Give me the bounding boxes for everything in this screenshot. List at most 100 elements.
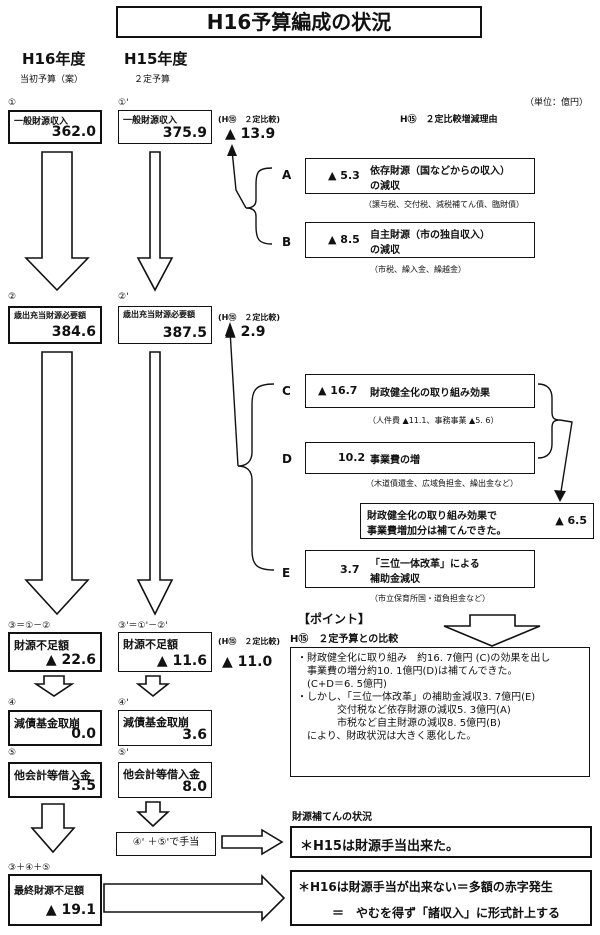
r3-16-box: 財源不足額 ▲ 22.6 [8, 632, 102, 672]
reason-e-value: 3.7 [340, 563, 360, 576]
reason-b-text1: 自主財源（市の独自収入） [370, 230, 490, 241]
r1-cmp-label: (H⑮ ２定比較) [218, 115, 281, 124]
r1-cmp-value: ▲ 13.9 [225, 126, 276, 142]
h16-box: ＊H16は財源手当が出来ない＝多額の赤字発生 ＝ やむを得ず「諸収入」に形式計上… [290, 870, 592, 926]
reason-e-note: （市立保育所国・道負担金など） [370, 594, 490, 603]
point-box: ・財政健全化に取り組み 約16. 7億円 (C)の効果を出し 事業費の増分約10… [290, 647, 590, 777]
r3-16-value: ▲ 22.6 [45, 652, 96, 668]
final-mark: ③＋④＋⑤ [8, 863, 51, 873]
h16-line1: ＊H16は財源手当が出来ない＝多額の赤字発生 [298, 880, 553, 894]
r5-16-value: 3.5 [71, 778, 96, 794]
reason-c-text1: 財政健全化の取り組み効果 [370, 388, 490, 399]
h15-text: ＊H15は財源手当出来た。 [300, 839, 459, 854]
h15-box: ＊H15は財源手当出来た。 [290, 826, 592, 858]
reason-a-letter: A [282, 168, 292, 182]
unit-label: （単位：億円） [524, 98, 588, 108]
r3-15-box: 財源不足額 ▲ 11.6 [118, 632, 212, 672]
r2-15-value: 387.5 [162, 325, 207, 341]
final-box: 最終財源不足額 ▲ 19.1 [8, 874, 102, 926]
r1-15-box: 一般財源収入 375.9 [118, 110, 212, 144]
point-line-3: (C+D＝6. 5億円) [297, 679, 387, 690]
final-label: 最終財源不足額 [14, 886, 84, 897]
r3-16-label: 財源不足額 [14, 639, 69, 652]
reason-c-box: ▲ 16.7 財政健全化の取り組み効果 [305, 374, 535, 408]
r4-16-label: 減債基金取崩 [14, 717, 80, 730]
point-line-2: 事業費の増分約10. 1億円(D)は補てんできた。 [297, 666, 518, 677]
mark-r4-15: ④' [118, 698, 129, 708]
r4-15-box: 減債基金取崩 3.6 [118, 710, 212, 746]
r1-16-box: 一般財源収入 362.0 [8, 110, 102, 144]
reason-b-letter: B [282, 235, 292, 249]
reason-a-text1: 依存財源（国などからの収入） [370, 166, 510, 177]
reason-cd-box: 財政健全化の取り組み効果で 事業費増加分は補てんできた。 ▲ 6.5 [360, 503, 594, 539]
reason-e-letter: E [282, 566, 291, 580]
final-value: ▲ 19.1 [45, 902, 96, 918]
reason-cd-text2: 事業費増加分は補てんできた。 [367, 526, 507, 537]
r1-16-value: 362.0 [51, 124, 96, 140]
h16-line2: ＝ やむを得ず「諸収入」に形式計上する [332, 906, 561, 920]
point-line-1: ・財政健全化に取り組み 約16. 7億円 (C)の効果を出し [297, 653, 551, 664]
point-line-4: ・しかし、「三位一体改革」の補助金減収3. 7億円(E) [297, 692, 536, 703]
col16-year: H16年度 [22, 50, 86, 68]
arrow-r5-final-16 [30, 803, 76, 854]
reason-a-note: （譲与税、交付税、減税補てん債、臨財債） [364, 200, 524, 209]
r1-15-label: 一般財源収入 [123, 116, 178, 126]
reason-c-value: ▲ 16.7 [318, 384, 358, 397]
reason-a-value: ▲ 5.3 [328, 169, 360, 182]
r2-15-box: 歳出充当財源必要額 387.5 [118, 306, 212, 344]
r4-15-label: 減債基金取崩 [123, 716, 189, 729]
reason-a-text2: の減収 [370, 181, 400, 192]
supplement-title: 財源補てんの状況 [292, 812, 372, 823]
arrow-r2-r3-16 [24, 351, 90, 616]
reason-cd-value: ▲ 6.5 [555, 514, 587, 527]
r4-16-box: 減債基金取崩 0.0 [8, 710, 102, 746]
reason-b-box: ▲ 8.5 自主財源（市の独自収入） の減収 [305, 222, 535, 258]
reason-c-note: （人件費 ▲11.1、事務事業 ▲5. 6） [368, 416, 499, 425]
r3-cmp-value: ▲ 11.0 [222, 654, 273, 670]
r5-15-value: 8.0 [182, 779, 207, 795]
r2-16-value: 384.6 [51, 324, 96, 340]
point-line-6: 市税など自主財源の減収8. 5億円(B) [297, 718, 501, 729]
reason-d-value: 10.2 [338, 451, 366, 464]
formula15-box: ④' ＋⑤'で手当 [116, 832, 216, 856]
brace-ab [245, 167, 273, 245]
r3-cmp-label: (H⑮ ２定比較) [218, 637, 281, 646]
reason-b-value: ▲ 8.5 [328, 233, 360, 246]
arrow-r1-r2-16 [24, 151, 90, 292]
title-box: H16予算編成の状況 [116, 6, 482, 38]
point-subtitle: H⑮ ２定予算との比較 [290, 634, 399, 645]
reason-d-box: 10.2 事業費の増 [305, 442, 535, 474]
reason-b-text2: の減収 [370, 245, 400, 256]
arrow-cd-summary [559, 419, 573, 499]
reason-b-note: （市税、繰入金、繰越金） [370, 265, 466, 274]
reason-d-letter: D [282, 452, 292, 466]
reason-cd-text1: 財政健全化の取り組み効果で [367, 511, 497, 522]
arrowhead-ab-r1 [227, 144, 237, 156]
reason-d-text1: 事業費の増 [370, 455, 420, 466]
mark-r1-16: ① [8, 98, 17, 108]
reason-a-box: ▲ 5.3 依存財源（国などからの収入） の減収 [305, 158, 535, 194]
r2-16-label: 歳出充当財源必要額 [14, 311, 86, 320]
col15-year: H15年度 [124, 50, 188, 68]
col16-sub: 当初予算（案） [20, 75, 84, 85]
arrow-r2-r3-15 [136, 351, 174, 616]
mark-r2-16: ② [8, 292, 17, 302]
arrow-r3-r4-16 [33, 675, 75, 697]
point-line-7: により、財政状況は大きく悪化した。 [297, 731, 477, 742]
point-line-5: 交付税など依存財源の減収5. 3億円(A) [297, 705, 511, 716]
arrow-r5-formula-15 [135, 801, 171, 828]
r1-15-value: 375.9 [162, 125, 207, 141]
r5-15-box: 他会計等借入金 8.0 [118, 762, 212, 798]
arrow-point-down [443, 614, 541, 647]
brace-cd [537, 383, 561, 459]
reason-e-box: 3.7 「三位一体改革」による 補助金減収 [305, 550, 535, 588]
r2-16-box: 歳出充当財源必要額 384.6 [8, 306, 102, 344]
mark-r3-15: ③'＝①'－②' [118, 621, 168, 631]
r4-16-value: 0.0 [71, 726, 96, 742]
r3-15-label: 財源不足額 [123, 638, 178, 651]
reason-e-text2: 補助金減収 [370, 574, 420, 585]
r4-15-value: 3.6 [182, 727, 207, 743]
reason-c-letter: C [282, 384, 291, 398]
arrow-formula-h15 [221, 828, 284, 856]
